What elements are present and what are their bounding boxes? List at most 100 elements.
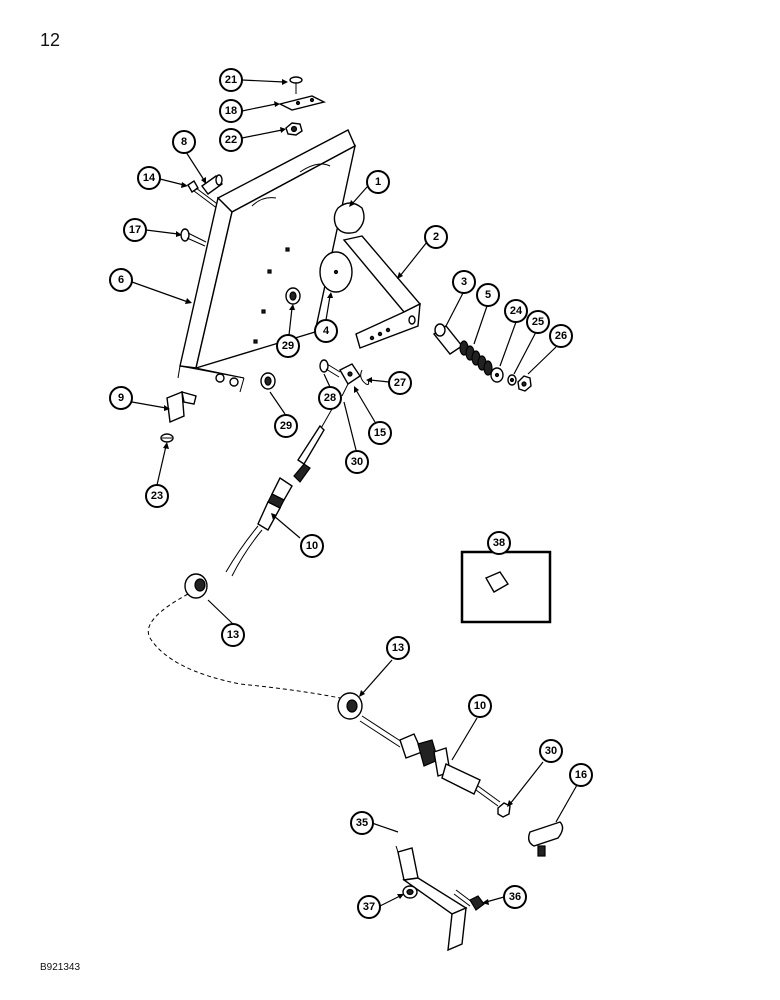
- svg-text:8: 8: [181, 136, 187, 148]
- part-pin-27: [360, 369, 370, 385]
- callout-24: 24: [504, 299, 528, 323]
- part-clevis-15: [339, 363, 361, 397]
- callout-1: 1: [366, 170, 390, 194]
- callout-28: 28: [318, 386, 342, 410]
- svg-text:1: 1: [375, 176, 381, 188]
- callout-26: 26: [549, 324, 573, 348]
- callout-36: 36: [503, 885, 527, 909]
- callout-29-lower: 29: [274, 414, 298, 438]
- svg-text:24: 24: [510, 305, 523, 317]
- inset-box-38: [460, 550, 552, 624]
- svg-text:2: 2: [433, 231, 439, 243]
- callout-6: 6: [109, 268, 133, 292]
- svg-text:6: 6: [118, 274, 124, 286]
- svg-text:27: 27: [394, 377, 406, 389]
- part-bolt-17: [180, 228, 207, 247]
- page-number: 12: [40, 30, 61, 50]
- callout-25: 25: [526, 310, 550, 334]
- part-spring-5: [459, 340, 493, 376]
- svg-text:28: 28: [324, 392, 336, 404]
- part-bolt-14: [187, 180, 221, 210]
- part-bolt-36: [453, 889, 485, 911]
- part-disc-4: [319, 251, 353, 293]
- part-nut-26: [517, 375, 532, 392]
- callout-10-upper: 10: [300, 534, 324, 558]
- part-bracket-6: [177, 129, 357, 393]
- callout-27: 27: [388, 371, 412, 395]
- svg-text:37: 37: [363, 901, 375, 913]
- callout-8: 8: [172, 130, 196, 154]
- svg-text:13: 13: [227, 629, 239, 641]
- cable-route-dashed: [147, 593, 341, 699]
- svg-text:29: 29: [280, 420, 292, 432]
- callout-5: 5: [476, 283, 500, 307]
- svg-text:29: 29: [282, 340, 294, 352]
- svg-text:23: 23: [151, 490, 163, 502]
- callout-18: 18: [219, 99, 243, 123]
- svg-text:30: 30: [351, 456, 363, 468]
- callout-17: 17: [123, 218, 147, 242]
- svg-text:4: 4: [323, 325, 330, 337]
- svg-text:36: 36: [509, 891, 521, 903]
- svg-text:35: 35: [356, 817, 368, 829]
- svg-text:30: 30: [545, 745, 557, 757]
- svg-text:14: 14: [143, 172, 156, 184]
- callout-21: 21: [219, 68, 243, 92]
- part-grommet-29-lower: [260, 372, 276, 390]
- part-grommet-13-upper: [184, 573, 208, 599]
- callout-15: 15: [368, 421, 392, 445]
- part-grommet-29-upper: [285, 287, 301, 305]
- callout-13-upper: 13: [221, 623, 245, 647]
- part-bracket-9: [166, 390, 197, 424]
- callout-14: 14: [137, 166, 161, 190]
- part-knob-1: [333, 202, 365, 234]
- callout-38: 38: [487, 531, 511, 555]
- part-screw-21: [289, 76, 303, 94]
- callout-9: 9: [109, 386, 133, 410]
- part-cable-10-lower: [359, 715, 501, 807]
- svg-text:9: 9: [118, 392, 124, 404]
- svg-text:18: 18: [225, 105, 237, 117]
- svg-text:22: 22: [225, 134, 237, 146]
- part-lever-2: [342, 235, 422, 349]
- part-grommet-13-lower: [337, 692, 363, 720]
- svg-text:21: 21: [225, 74, 237, 86]
- callout-16: 16: [569, 763, 593, 787]
- svg-text:16: 16: [575, 769, 587, 781]
- callout-30-upper: 30: [345, 450, 369, 474]
- drawing-code: B921343: [40, 962, 81, 973]
- part-cable-10-upper: [225, 401, 337, 577]
- svg-text:38: 38: [493, 537, 505, 549]
- svg-text:15: 15: [374, 427, 386, 439]
- callout-3: 3: [452, 270, 476, 294]
- part-bolt-28: [319, 359, 341, 378]
- part-bracket-35: [395, 845, 468, 952]
- part-spacer-3: [432, 323, 464, 355]
- part-plate-18: [277, 95, 327, 111]
- callout-2: 2: [424, 225, 448, 249]
- svg-text:5: 5: [485, 289, 491, 301]
- svg-text:3: 3: [461, 276, 467, 288]
- part-spacer-8: [201, 174, 223, 195]
- callout-37: 37: [357, 895, 381, 919]
- callout-35: 35: [350, 811, 374, 835]
- svg-text:13: 13: [392, 642, 404, 654]
- part-clip-16: [527, 821, 564, 857]
- svg-text:10: 10: [474, 700, 486, 712]
- svg-text:17: 17: [129, 224, 141, 236]
- part-lockwasher-25: [507, 374, 517, 386]
- callout-30-lower: 30: [539, 739, 563, 763]
- svg-text:26: 26: [555, 330, 567, 342]
- svg-text:25: 25: [532, 316, 544, 328]
- part-nut-22: [285, 122, 303, 136]
- part-nut-37: [402, 885, 418, 899]
- part-jamnut-30-lower: [497, 802, 511, 818]
- svg-text:10: 10: [306, 540, 318, 552]
- callout-23: 23: [145, 484, 169, 508]
- callout-29-upper: 29: [276, 334, 300, 358]
- callout-4: 4: [314, 319, 338, 343]
- callout-13-lower: 13: [386, 636, 410, 660]
- callout-10-lower: 10: [468, 694, 492, 718]
- part-washer-24: [490, 367, 504, 383]
